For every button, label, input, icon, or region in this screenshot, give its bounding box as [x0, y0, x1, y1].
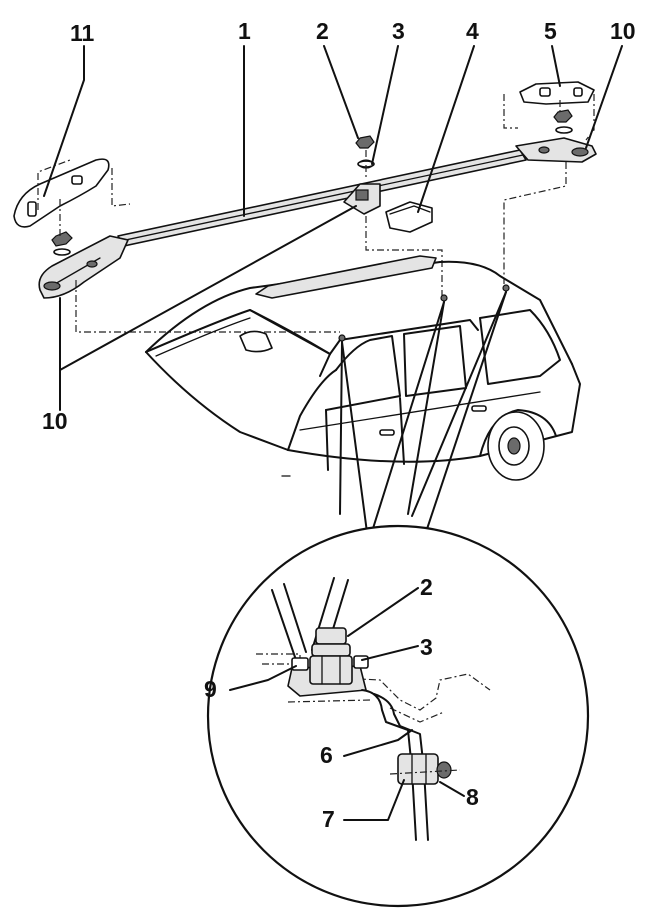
callout-3-detail: 3 — [420, 634, 433, 660]
car-body — [145, 255, 581, 481]
middle-cap — [385, 201, 433, 233]
end-cover-left — [13, 158, 110, 228]
callout-2-top: 2 — [316, 18, 329, 44]
callout-10-left: 10 — [42, 408, 68, 434]
callout-2-detail: 2 — [420, 574, 433, 600]
end-cover-right — [519, 81, 595, 105]
detail-pointer-lines — [339, 291, 507, 541]
callout-5: 5 — [544, 18, 557, 44]
callout-6: 6 — [320, 742, 333, 768]
nut-washer-left — [51, 231, 73, 256]
roof-rail-bar — [117, 149, 527, 247]
rail-end-right — [515, 137, 597, 163]
callout-8: 8 — [466, 784, 479, 810]
callout-1: 1 — [238, 18, 251, 44]
callout-3-top: 3 — [392, 18, 405, 44]
callout-11-top: 11 — [70, 20, 95, 46]
callout-4: 4 — [466, 18, 479, 44]
callout-10-right: 10 — [610, 18, 636, 44]
assembly-guide-lines — [37, 94, 595, 333]
callout-9: 9 — [204, 676, 217, 702]
rail-end-left — [38, 235, 129, 299]
nut-washer-right — [553, 109, 573, 134]
callout-7: 7 — [322, 806, 335, 832]
detail-view-circle — [206, 524, 590, 908]
leader-lines — [43, 45, 623, 411]
